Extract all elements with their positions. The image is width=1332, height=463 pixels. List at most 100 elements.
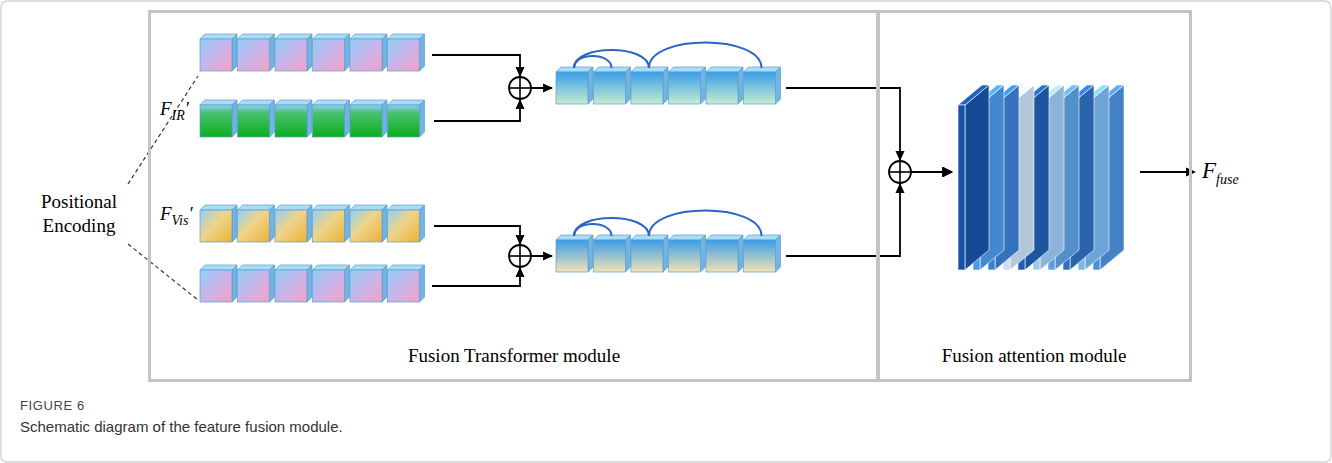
feature-map-front: [958, 105, 965, 270]
figure-caption: Schematic diagram of the feature fusion …: [20, 418, 343, 435]
sum-symbol: [509, 77, 531, 99]
token-top: [275, 265, 312, 270]
token-top: [275, 34, 312, 39]
feature-map-face: [965, 85, 989, 270]
token-side: [588, 235, 593, 272]
token-side: [232, 265, 237, 302]
token-sequence: FVis′: [158, 203, 434, 249]
token-side: [270, 265, 275, 302]
token-front: [631, 240, 663, 272]
token-side: [270, 205, 275, 242]
token-front: [594, 240, 626, 272]
token-top: [388, 205, 425, 210]
sum-symbol: [509, 245, 531, 267]
token-top: [200, 205, 237, 210]
token-top: [275, 100, 312, 105]
feature-map-stack: [958, 85, 1124, 270]
token-front: [388, 39, 420, 71]
token-front: [631, 72, 663, 104]
wire: [432, 55, 520, 76]
token-top: [275, 205, 312, 210]
token-top: [669, 67, 706, 72]
token-front: [594, 72, 626, 104]
token-side: [232, 34, 237, 71]
token-side: [626, 235, 631, 272]
token-top: [350, 100, 387, 105]
ir-token-row: [200, 100, 425, 137]
sum-circle: [509, 77, 531, 99]
token-top: [313, 100, 350, 105]
token-side: [420, 265, 425, 302]
leader-line: [128, 244, 198, 300]
attention-arc: [574, 218, 649, 236]
token-front: [238, 105, 270, 137]
token-front: [200, 210, 232, 242]
module-frame: Fusion attention module: [876, 10, 1192, 382]
token-side: [382, 34, 387, 71]
token-front: [200, 270, 232, 302]
token-side: [232, 100, 237, 137]
token-top: [706, 235, 743, 240]
token-front: [388, 210, 420, 242]
token-side: [738, 67, 743, 104]
token-side: [420, 34, 425, 71]
token-side: [663, 67, 668, 104]
module-label: Fusion Transformer module: [151, 345, 877, 367]
feature-symbol: FVis′: [160, 203, 193, 229]
output-arrow: [1140, 171, 1188, 173]
positional-encoding-label: Positional Encoding: [20, 190, 138, 238]
leader-line: [128, 76, 198, 184]
token-top: [313, 265, 350, 270]
token-front: [556, 240, 588, 272]
token-top: [350, 265, 387, 270]
token-side: [345, 205, 350, 242]
positional-encoding-row: [200, 34, 425, 71]
token-top: [238, 100, 275, 105]
token-front: [669, 240, 701, 272]
token-side: [232, 205, 237, 242]
token-side: [776, 235, 781, 272]
token-front: [313, 210, 345, 242]
token-top: [313, 34, 350, 39]
token-side: [701, 67, 706, 104]
token-front: [313, 105, 345, 137]
token-side: [382, 265, 387, 302]
token-top: [238, 205, 275, 210]
token-top: [200, 100, 237, 105]
token-side: [738, 235, 743, 272]
token-top: [388, 100, 425, 105]
sum-symbol: [889, 161, 911, 183]
token-top: [350, 205, 387, 210]
token-front: [744, 240, 776, 272]
connector: [434, 88, 952, 172]
token-side: [270, 100, 275, 137]
token-front: [313, 270, 345, 302]
token-top: [200, 34, 237, 39]
token-top: [313, 205, 350, 210]
token-front: [350, 105, 382, 137]
token-side: [420, 100, 425, 137]
vis-token-row: [200, 205, 425, 242]
token-front: [238, 210, 270, 242]
token-side: [345, 34, 350, 71]
token-front: [706, 72, 738, 104]
token-front: [388, 105, 420, 137]
fused-token-row: [556, 67, 781, 104]
token-side: [420, 205, 425, 242]
token-side: [382, 100, 387, 137]
token-front: [238, 39, 270, 71]
sum-cross: [519, 245, 521, 267]
feature-symbol: FIR′: [160, 98, 189, 124]
token-top: [200, 265, 237, 270]
token-side: [776, 67, 781, 104]
token-front: [275, 105, 307, 137]
token-side: [345, 100, 350, 137]
arrowhead: [516, 67, 525, 77]
arrowhead: [516, 267, 525, 277]
token-top: [238, 34, 275, 39]
token-side: [270, 34, 275, 71]
token-top: [706, 67, 743, 72]
